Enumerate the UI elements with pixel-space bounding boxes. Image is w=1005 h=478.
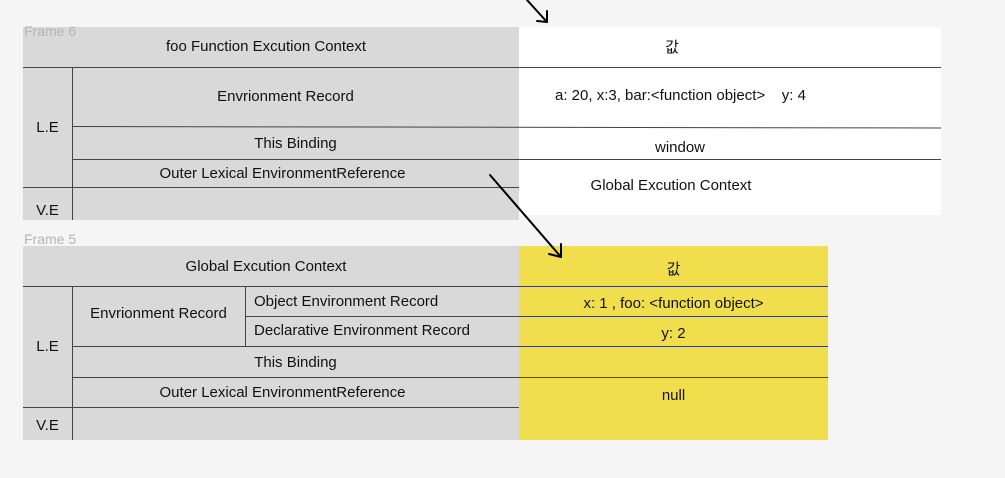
frame5-env-record: Envrionment Record [90, 305, 227, 322]
frame5-divider-this [72, 377, 828, 378]
frame6-outer-ref: Outer Lexical EnvironmentReference [159, 164, 406, 182]
frame5-header-right: 값 [666, 260, 681, 278]
frame6-ve-label: V.E [36, 201, 59, 219]
reference-arrow-icon [489, 174, 562, 258]
frame5-right-panel [519, 246, 828, 440]
frame6-divider-header [23, 67, 941, 68]
frame6-right-panel [519, 27, 941, 215]
frame5-ve-label: V.E [36, 416, 59, 434]
frame6-outer-ref-value: Global Excution Context [590, 176, 752, 194]
frame6-divider-outer [23, 187, 519, 188]
frame5-outer-ref-value: null [661, 386, 686, 404]
frame6-le-label: L.E [36, 118, 59, 136]
frame6-env-record-value: a: 20, x:3, bar:<function object> y: 4 [555, 87, 806, 104]
frame6-env-record: Envrionment Record [217, 88, 354, 105]
frame5-le-label: L.E [36, 338, 59, 355]
frame5-divider-object [245, 316, 828, 317]
frame6-header-left: foo Function Excution Context [165, 37, 367, 55]
frame5-object-env-value: x: 1 , foo: <function object> [583, 294, 764, 312]
top-arrow-icon [526, 0, 548, 23]
frame5-divider-outer [23, 407, 519, 408]
frame5-this-binding: This Binding [254, 353, 337, 371]
frame5-header-left: Global Excution Context [185, 257, 347, 275]
frame5-divider-le [72, 286, 73, 440]
frame6-divider-this [72, 159, 941, 160]
frame6-divider-le [72, 67, 73, 220]
frame5-outer-ref: Outer Lexical EnvironmentReference [159, 383, 406, 401]
frame5-divider-header [23, 286, 828, 287]
frame6-header-right: 값 [665, 38, 679, 56]
frame6-this-binding-value: window [654, 138, 706, 156]
frame6-this-binding: This Binding [254, 134, 337, 152]
frame5-label: Frame 5 [24, 231, 77, 247]
frame5-object-env-record: Object Environment Record [254, 292, 439, 310]
frame5-declarative-env-record: Declarative Environment Record [254, 321, 470, 339]
frame5-divider-declarative [72, 346, 828, 347]
frame5-declarative-env-value: y: 2 [661, 324, 686, 342]
frame6-label: Frame 6 [24, 23, 77, 39]
